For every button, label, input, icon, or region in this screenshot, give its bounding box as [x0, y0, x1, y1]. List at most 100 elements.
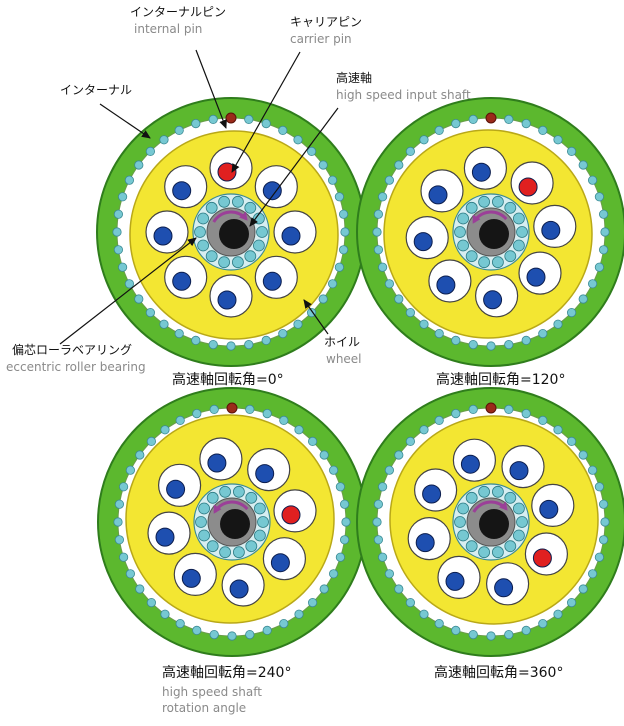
- internal-pin: [336, 483, 344, 491]
- internal-pin: [588, 466, 596, 474]
- bearing-roller: [458, 530, 469, 541]
- internal-pin: [588, 570, 596, 578]
- internal-pin: [295, 610, 303, 618]
- bearing-roller: [479, 547, 490, 558]
- bearing-roller: [466, 541, 477, 552]
- carrier-pin: [208, 454, 226, 472]
- internal-pin-marker: [486, 113, 496, 123]
- internal-pin: [119, 483, 127, 491]
- bearing-roller: [199, 503, 210, 514]
- internal-pin: [435, 416, 443, 424]
- bearing-roller: [505, 202, 516, 213]
- bearing-roller: [254, 530, 265, 541]
- internal-pin: [378, 193, 386, 201]
- carrier-pin: [414, 233, 432, 251]
- internal-pin: [246, 630, 254, 638]
- carrier-pin: [461, 455, 479, 473]
- internal-pin: [505, 115, 513, 123]
- internal-pin: [522, 626, 530, 634]
- internal-pin: [505, 405, 513, 413]
- internal-pin: [406, 147, 414, 155]
- internal-pin: [595, 553, 603, 561]
- rotation-angle-label-en-line1: high speed shaft: [162, 686, 262, 700]
- internal-pin: [579, 161, 587, 169]
- internal-pin: [435, 619, 443, 627]
- bearing-roller: [199, 530, 210, 541]
- internal-pin: [588, 176, 596, 184]
- internal-pin: [193, 409, 201, 417]
- bearing-roller: [458, 240, 469, 251]
- internal-pin: [161, 610, 169, 618]
- internal-pin: [341, 228, 349, 236]
- internal-pin: [385, 570, 393, 578]
- internal-pin: [118, 193, 126, 201]
- internal-pin: [469, 115, 477, 123]
- internal-pin: [245, 340, 253, 348]
- internal-pin: [374, 246, 382, 254]
- internal-pin: [595, 263, 603, 271]
- internal-pin: [374, 536, 382, 544]
- internal-pin: [135, 295, 143, 303]
- internal-pin: [579, 451, 587, 459]
- wheel-label-jp: ホイル: [324, 336, 360, 350]
- internal-pin: [161, 426, 169, 434]
- internal-pin: [175, 126, 183, 134]
- internal-pin: [336, 553, 344, 561]
- bearing-roller: [492, 486, 503, 497]
- carrier-pin-red: [519, 178, 537, 196]
- caption-angle-120: 高速軸回転角=120°: [436, 372, 565, 388]
- internal-pin: [420, 426, 428, 434]
- bearing-roller: [513, 503, 524, 514]
- bearing-roller: [257, 227, 268, 238]
- carrier-pin-label-en: carrier pin: [290, 33, 352, 47]
- internal-pin: [395, 295, 403, 303]
- internal-pin: [320, 451, 328, 459]
- internal-pin: [373, 228, 381, 236]
- internal-pin: [262, 119, 270, 127]
- internal-pin: [263, 626, 271, 634]
- internal-pin: [452, 336, 460, 344]
- internal-pin: [601, 518, 609, 526]
- internal-pin: [192, 119, 200, 127]
- internal-pin: [319, 161, 327, 169]
- bearing-roller: [505, 251, 516, 262]
- internal-pin: [319, 295, 327, 303]
- internal-pin: [469, 630, 477, 638]
- carrier-pin: [542, 221, 560, 239]
- leader-internal: [100, 104, 150, 138]
- internal-pin: [147, 437, 155, 445]
- internal-pin: [579, 585, 587, 593]
- carrier-pin: [256, 465, 274, 483]
- internal-pin: [245, 115, 253, 123]
- internal-pin: [329, 570, 337, 578]
- bearing-roller: [232, 196, 243, 207]
- internal-pin: [378, 263, 386, 271]
- bearing-roller: [455, 227, 466, 238]
- internal-pin: [147, 598, 155, 606]
- internal-pin: [579, 295, 587, 303]
- bearing-roller: [233, 547, 244, 558]
- bearing-roller: [258, 517, 269, 528]
- carrier-pin: [495, 579, 513, 597]
- bearing-roller: [246, 492, 257, 503]
- bearing-roller: [479, 486, 490, 497]
- internal-pin: [115, 500, 123, 508]
- internal-pin: [554, 610, 562, 618]
- carrier-pin: [271, 554, 289, 572]
- internal-pin: [539, 126, 547, 134]
- internal-pin-marker: [486, 403, 496, 413]
- bearing-roller: [245, 251, 256, 262]
- internal-pin: [113, 228, 121, 236]
- internal-pin-marker: [227, 403, 237, 413]
- internal-pin: [125, 176, 133, 184]
- high-speed-shaft: [219, 219, 249, 249]
- internal-pin: [406, 437, 414, 445]
- internal-pin: [599, 536, 607, 544]
- internal-pin: [406, 308, 414, 316]
- internal-pin: [339, 210, 347, 218]
- bearing-roller: [254, 503, 265, 514]
- caption-angle-240: 高速軸回転角=240°: [162, 665, 291, 681]
- bearing-roller: [195, 227, 206, 238]
- caption-angle-360: 高速軸回転角=360°: [434, 665, 563, 681]
- carrier-pin: [446, 572, 464, 590]
